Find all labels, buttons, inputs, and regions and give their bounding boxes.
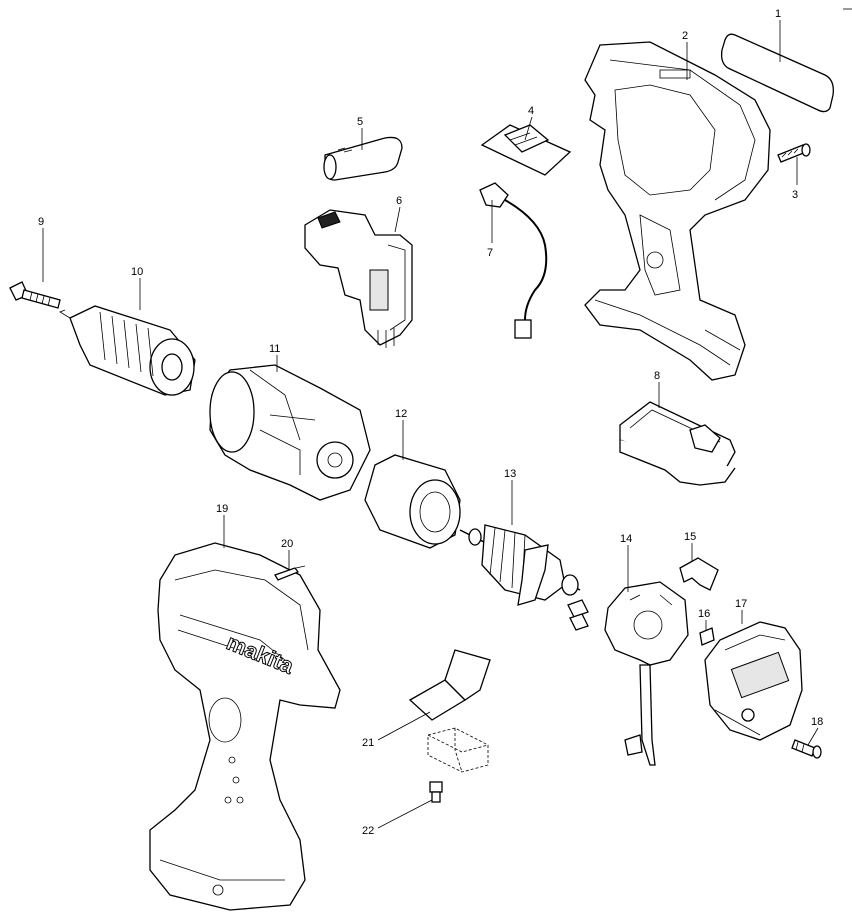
part-15-clip[interactable] — [679, 557, 719, 591]
part-8-controller[interactable] — [619, 401, 736, 486]
part-12-field-yoke[interactable] — [364, 454, 461, 549]
part-6-switch[interactable] — [304, 209, 413, 348]
part-5-switch-lever[interactable] — [323, 136, 403, 181]
part-9-bolt[interactable] — [9, 281, 61, 309]
callout-22: 22 — [362, 825, 374, 837]
callout-2: 2 — [682, 30, 688, 42]
part-19-housing-left[interactable]: makita — [149, 542, 341, 911]
callout-17: 17 — [735, 598, 747, 610]
callout-6: 6 — [396, 195, 402, 207]
callout-20: 20 — [281, 538, 293, 550]
callout-13: 13 — [504, 468, 516, 480]
callout-12: 12 — [395, 408, 407, 420]
callout-15: 15 — [684, 531, 696, 543]
part-20-spring[interactable] — [274, 565, 306, 581]
callout-19: 19 — [216, 503, 228, 515]
part-17-rear-cover[interactable] — [704, 621, 803, 741]
part-10-drill-chuck[interactable] — [59, 305, 196, 396]
callout-labels: 1 2 3 4 5 6 7 8 9 10 11 12 13 14 15 16 1… — [38, 8, 823, 837]
callout-16: 16 — [698, 608, 710, 620]
part-22-screw[interactable] — [429, 781, 443, 803]
part-11-gear-assembly[interactable] — [209, 364, 371, 501]
part-16-pin[interactable] — [699, 627, 715, 646]
callout-21: 21 — [362, 737, 374, 749]
callout-8: 8 — [654, 370, 660, 382]
callout-14: 14 — [620, 533, 632, 545]
callout-4: 4 — [528, 105, 534, 117]
callout-10: 10 — [131, 266, 143, 278]
part-18-screw[interactable] — [791, 739, 822, 759]
part-14-brush-holder[interactable] — [604, 581, 689, 766]
part-7-wire-lead[interactable] — [479, 182, 548, 339]
part-2-housing-right[interactable] — [584, 41, 771, 381]
part-3-screw[interactable] — [777, 143, 811, 163]
part-21-bracket[interactable] — [408, 649, 491, 773]
part-13-armature[interactable] — [459, 524, 581, 606]
leader-lines — [42, 20, 819, 829]
part-1-label-plate[interactable] — [720, 33, 834, 113]
callout-1: 1 — [775, 8, 781, 20]
callout-18: 18 — [811, 716, 823, 728]
callout-11: 11 — [269, 343, 280, 355]
part-brush-holders[interactable] — [567, 599, 589, 631]
callout-5: 5 — [357, 116, 363, 128]
callout-7: 7 — [487, 247, 493, 259]
callout-9: 9 — [38, 216, 44, 228]
callout-3: 3 — [792, 189, 798, 201]
part-4-switch-cover[interactable] — [480, 124, 572, 176]
